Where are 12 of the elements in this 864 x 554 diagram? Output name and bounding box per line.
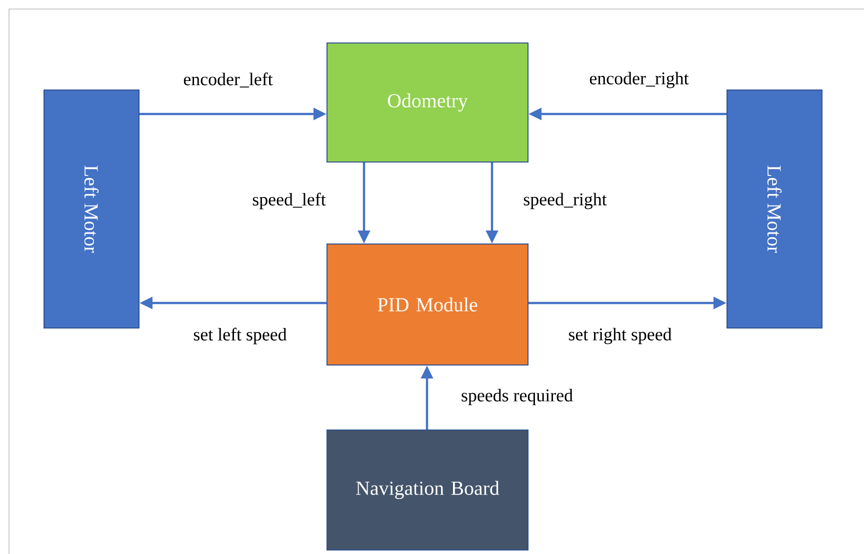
edge-label: speed_right <box>522 192 608 210</box>
edge-label: set right speed <box>567 326 673 346</box>
edge-label: speed_left <box>251 192 327 210</box>
process-box: Navigation Board <box>326 430 528 550</box>
edge-label: speeds required <box>460 388 574 406</box>
process-box: Odometry <box>326 42 528 162</box>
edge-label: encoder_left <box>182 72 274 88</box>
process-box: PID Module <box>326 244 528 366</box>
motor-box: Left Motor <box>726 90 822 328</box>
edge-label: set left speed <box>192 326 288 346</box>
edge-label: encoder_right <box>588 70 690 90</box>
motor-box: Left Motor <box>44 90 140 328</box>
